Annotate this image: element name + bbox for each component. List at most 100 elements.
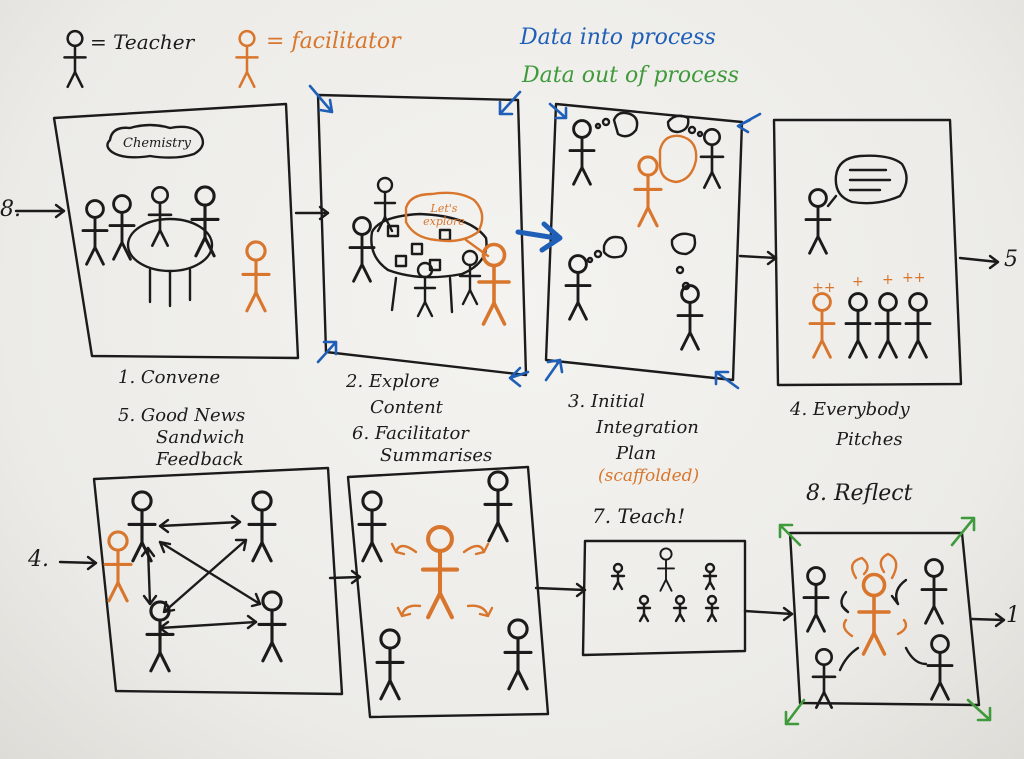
step-3-scene [564, 111, 725, 351]
plus-mark: ++ [812, 280, 836, 296]
summary-arrows [390, 542, 494, 618]
flow-arrow-step-3-to-4 [738, 250, 778, 266]
facilitator-figure [477, 242, 511, 326]
teacher-figure [811, 647, 837, 709]
teacher-figure [672, 594, 688, 623]
step-4-frame [772, 118, 963, 387]
facilitator-legend-label: = facilitator [266, 29, 401, 54]
step-6-scene [357, 470, 533, 701]
step-4-scene [804, 154, 932, 359]
step-2-scene [348, 176, 511, 326]
teacher-figure [503, 618, 533, 691]
step-2-label-line1: 2. Explore [346, 371, 440, 392]
facilitator-figure [857, 572, 891, 656]
feedback-arrows [140, 514, 262, 636]
flow-arrow-step-6-to-7 [534, 582, 587, 598]
step-8-frame [788, 531, 981, 707]
flow-arrow-out-of-step-4 [958, 254, 1000, 270]
meeting-table [126, 217, 214, 273]
flow-arrow-step-1-to-2 [294, 205, 330, 221]
step-5-label-line3: Feedback [156, 449, 244, 470]
teacher-figure [413, 261, 437, 318]
teacher-figure [147, 185, 173, 247]
content-table [370, 212, 488, 279]
teacher-figure [920, 558, 948, 625]
row2-in-label: 4. [28, 547, 49, 572]
teacher-figure [375, 628, 405, 701]
chemistry-bubble-text: Chemistry [123, 136, 191, 151]
step-6-label-line2: Summarises [380, 445, 493, 466]
step-1-scene [81, 123, 271, 313]
teacher-figure [636, 594, 652, 623]
step-5-label-line1: 5. Good News [118, 405, 246, 426]
reflect-swirls [842, 552, 908, 638]
teacher-legend-icon [63, 29, 87, 89]
facilitator-figure [241, 240, 271, 313]
data-out-corner-arrows [778, 516, 992, 726]
facilitator-figure [103, 530, 133, 603]
teacher-figure [926, 634, 954, 701]
row2-out-label: 1 [1006, 603, 1020, 628]
teacher-figure [373, 176, 397, 233]
teacher-figure [190, 185, 220, 258]
facilitator-figure [423, 527, 457, 617]
data-out-legend-label: Data out of process [522, 63, 740, 88]
teacher-figure [657, 547, 675, 592]
step-5-label-line2: Sandwich [156, 427, 246, 448]
step-8-scene [802, 552, 954, 709]
flow-arrow-into-step-5 [58, 555, 98, 571]
teacher-figure [357, 490, 387, 563]
flow-arrow-out-of-step-8 [970, 612, 1006, 628]
step-3-note: (scaffolded) [598, 466, 700, 486]
teacher-figure [257, 590, 287, 663]
teacher-figure [804, 188, 832, 255]
step-1-label: 1. Convene [118, 367, 221, 388]
step-7-frame [581, 539, 747, 657]
plus-mark: + [852, 274, 864, 290]
teacher-figure [610, 562, 626, 591]
reflect-swirls-dark [838, 578, 928, 672]
teacher-figure [348, 216, 376, 283]
data-in-corner-arrows [308, 84, 762, 390]
step-7-label: 7. Teach! [592, 504, 686, 528]
step-6-frame [346, 465, 550, 719]
teacher-figure [702, 562, 718, 591]
teacher-figure [699, 127, 725, 189]
teacher-legend-label: = Teacher [90, 30, 195, 54]
step-1-frame [52, 102, 300, 360]
step-7-scene [610, 547, 720, 623]
flow-arrow-step-2-to-3 [515, 221, 563, 253]
teacher-figure [844, 292, 872, 359]
facilitator-legend-icon [235, 29, 259, 89]
flow-arrow-step-5-to-6 [328, 569, 362, 585]
plus-mark: ++ [902, 270, 926, 286]
facilitator-figure [633, 155, 663, 228]
step-6-label-line1: 6. Facilitator [352, 423, 469, 444]
teacher-figure [676, 284, 704, 351]
teacher-figure [145, 600, 175, 673]
flow-arrow-step-7-to-8 [743, 606, 794, 622]
step-4-label-line2: Pitches [836, 429, 903, 450]
loop-in-label: 8. [0, 197, 21, 222]
teacher-figure [81, 199, 109, 266]
step-3-label-line1: 3. Initial [568, 391, 645, 412]
teacher-figure [108, 194, 136, 261]
teacher-figure [483, 470, 513, 543]
step-2-frame [316, 93, 528, 377]
plan-bubble [658, 134, 698, 184]
teacher-figure [802, 566, 830, 633]
loop-out-label: 5 [1004, 247, 1018, 272]
teacher-figure [704, 594, 720, 623]
step-5-frame [92, 466, 344, 696]
flow-arrow-into-step-1 [14, 203, 66, 219]
chemistry-bubble [106, 123, 205, 159]
teacher-figure [458, 249, 482, 306]
facilitator-figure [808, 292, 836, 359]
pitch-bubble [826, 154, 908, 208]
lets-explore-bubble-text: Let's explore [423, 202, 465, 228]
step-3-label-line2: Integration [596, 417, 699, 438]
teacher-figure [568, 119, 596, 186]
teacher-figure [874, 292, 902, 359]
data-in-legend-label: Data into process [520, 25, 716, 50]
